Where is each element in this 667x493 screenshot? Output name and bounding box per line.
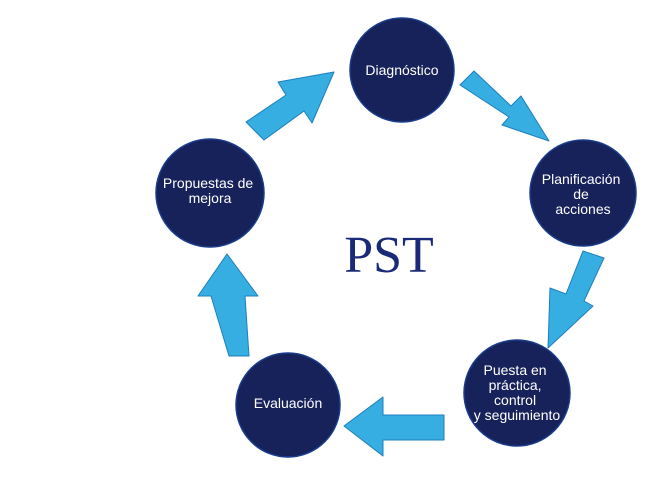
- center-title: PST: [344, 227, 434, 284]
- node-label-line: de: [573, 186, 589, 202]
- node-planificacion: Planificación de acciones: [529, 139, 637, 247]
- node-evaluacion: Evaluación: [235, 352, 341, 458]
- node-label: Diagnóstico: [365, 62, 438, 78]
- node-label-line: Diagnóstico: [365, 62, 438, 78]
- node-diagnostico: Diagnóstico: [349, 17, 455, 123]
- node-label-line: Evaluación: [254, 395, 323, 411]
- cycle-arrows: [197, 70, 605, 457]
- node-label-line: práctica,: [489, 377, 542, 393]
- node-label: Puesta en práctica, control y seguimient…: [474, 362, 561, 423]
- arrow-diagnostico-to-planificacion: [459, 70, 550, 142]
- node-label-line: Planificación: [542, 171, 621, 187]
- node-label: Planificación de acciones: [542, 171, 625, 217]
- node-propuestas: Propuestas de mejora: [155, 138, 265, 248]
- node-label-line: acciones: [555, 201, 610, 217]
- node-circle: [463, 339, 571, 447]
- node-circle: [349, 17, 455, 123]
- arrow-propuestas-to-diagnostico: [245, 71, 335, 141]
- node-puesta: Puesta en práctica, control y seguimient…: [463, 339, 571, 447]
- arrow-evaluacion-to-propuestas: [197, 253, 259, 357]
- node-label-line: mejora: [189, 190, 232, 206]
- arrow-planificacion-to-puesta: [547, 250, 605, 349]
- node-circle: [529, 139, 637, 247]
- node-label: Evaluación: [254, 395, 323, 411]
- node-label-line: Puesta en: [484, 362, 547, 378]
- arrow-puesta-to-evaluacion: [343, 396, 445, 457]
- node-label-line: y seguimiento: [474, 407, 561, 423]
- node-label: Propuestas de mejora: [163, 175, 257, 206]
- node-label-line: control: [494, 392, 536, 408]
- node-circle: [155, 138, 265, 248]
- node-label-line: Propuestas de: [163, 175, 253, 191]
- node-circle: [235, 352, 341, 458]
